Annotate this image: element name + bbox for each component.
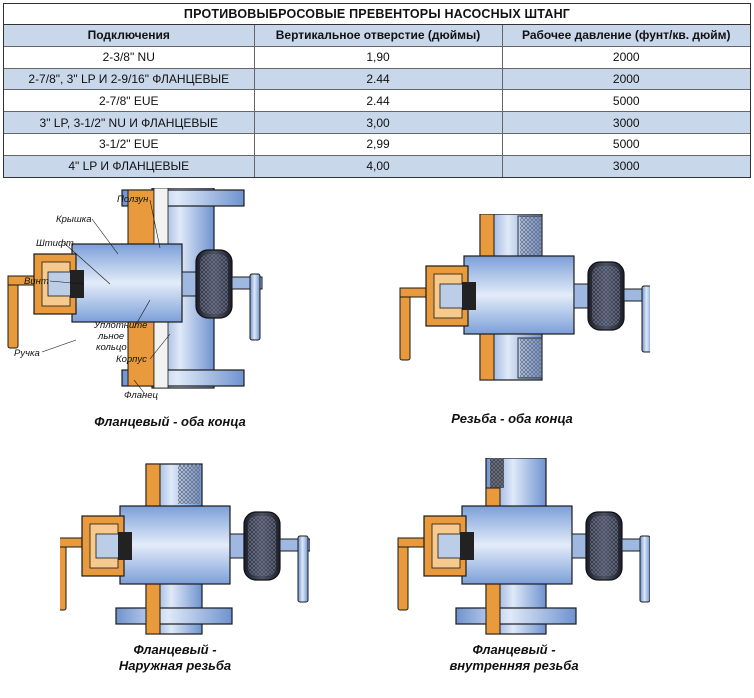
caption-flanged-female: Фланцевый - внутренняя резьба — [404, 642, 624, 674]
table-title: ПРОТИВОВЫБРОСОВЫЕ ПРЕВЕНТОРЫ НАСОСНЫХ ШТ… — [4, 4, 750, 25]
diagram-flanged-male — [60, 463, 310, 635]
label-body: Корпус — [116, 354, 147, 365]
table-cell: 2-3/8" NU — [4, 45, 255, 69]
label-slider: Ползун — [117, 194, 149, 205]
table-header-row: Подключения Вертикальное отверстие (дюйм… — [4, 25, 750, 47]
table-cell: 2-7/8" EUE — [4, 89, 255, 113]
table-cell: 2.44 — [253, 67, 503, 91]
diagram-flanged-both: Ползун Крышка Штифт Винт Ручка Уплотните… — [7, 188, 263, 400]
table-cell: 3000 — [501, 154, 750, 177]
label-screw: Винт — [24, 276, 49, 287]
label-seal-3: кольцо — [96, 342, 127, 353]
table-cell: 3,00 — [253, 111, 503, 134]
table-cell: 2000 — [501, 45, 750, 69]
column-header: Рабочее давление (фунт/кв. дюйм) — [501, 25, 750, 47]
label-flange: Фланец — [124, 390, 158, 400]
label-seal-2: льное — [97, 331, 124, 342]
table-cell: 3-1/2" EUE — [4, 132, 255, 156]
table-row: 2-3/8" NU 1,90 2000 — [4, 45, 750, 69]
column-header: Подключения — [4, 25, 255, 47]
spec-grid: Подключения Вертикальное отверстие (дюйм… — [4, 25, 750, 177]
label-cap: Крышка — [56, 214, 92, 225]
table-cell: 5000 — [501, 89, 750, 113]
table-row: 2-7/8" EUE 2.44 5000 — [4, 89, 750, 113]
caption-flanged-male: Фланцевый - Наружная резьба — [70, 642, 280, 674]
label-seal-1: Уплотните — [93, 320, 147, 331]
table-cell: 5000 — [501, 132, 750, 156]
label-pin: Штифт — [36, 238, 74, 249]
table-cell: 2-7/8", 3" LP И 2-9/16" ФЛАНЦЕВЫЕ — [4, 67, 255, 91]
table-cell: 3" LP, 3-1/2" NU И ФЛАНЦЕВЫЕ — [4, 111, 255, 134]
table-cell: 2,99 — [253, 132, 503, 156]
caption-line: Наружная резьба — [118, 658, 232, 673]
table-row: 3-1/2" EUE 2,99 5000 — [4, 132, 750, 156]
table-cell: 2000 — [501, 67, 750, 91]
caption-threaded-both: Резьба - оба конца — [451, 411, 573, 426]
table-row: 4" LP И ФЛАНЦЕВЫЕ 4,00 3000 — [4, 154, 750, 177]
table-cell: 4" LP И ФЛАНЦЕВЫЕ — [4, 154, 255, 177]
diagram-flanged-female — [397, 458, 650, 635]
spec-table: ПРОТИВОВЫБРОСОВЫЕ ПРЕВЕНТОРЫ НАСОСНЫХ ШТ… — [3, 3, 751, 178]
caption-line: внутренняя резьба — [449, 658, 579, 673]
caption-flanged-both: Фланцевый - оба конца — [94, 414, 246, 429]
diagram-threaded-both — [399, 214, 650, 381]
leader-lines — [41, 199, 171, 395]
table-cell: 3000 — [501, 111, 750, 134]
column-header: Вертикальное отверстие (дюймы) — [253, 25, 503, 47]
table-cell: 2.44 — [253, 89, 503, 113]
caption-line: Фланцевый - — [472, 642, 556, 657]
caption-line: Фланцевый - — [133, 642, 217, 657]
table-cell: 1,90 — [253, 45, 503, 69]
table-row: 3" LP, 3-1/2" NU И ФЛАНЦЕВЫЕ 3,00 3000 — [4, 111, 750, 134]
table-cell: 4,00 — [253, 154, 503, 177]
label-handle: Ручка — [14, 348, 40, 359]
table-row: 2-7/8", 3" LP И 2-9/16" ФЛАНЦЕВЫЕ 2.44 2… — [4, 67, 750, 91]
